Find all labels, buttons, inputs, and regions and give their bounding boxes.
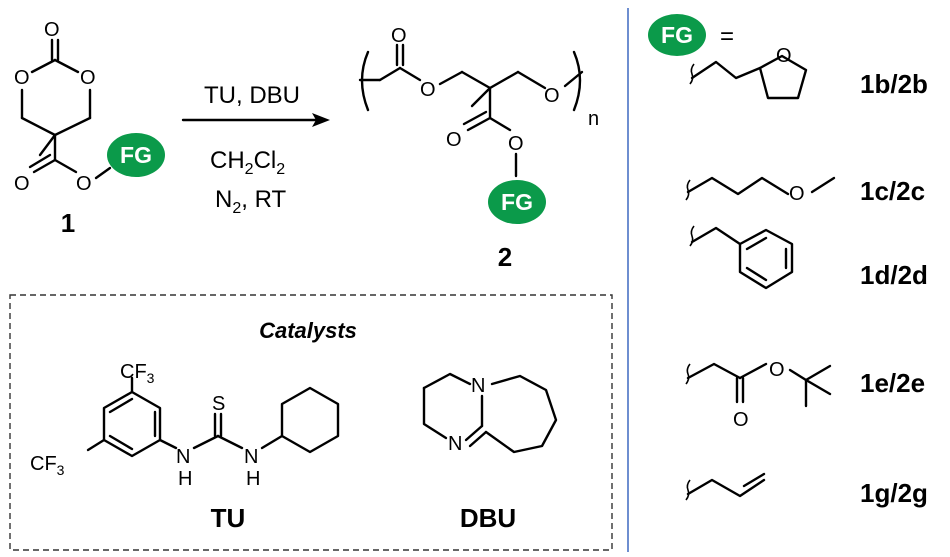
monomer-ester-carbonyl-o: O [14,173,30,195]
fg-item-1g-structure [685,472,766,501]
fg-equals: = [720,23,734,50]
monomer-label: 1 [61,208,75,238]
fg-1c-oxygen: O [789,183,805,205]
fg-item-1e-structure [685,362,832,408]
fg-item-1e-label: 1e/2e [860,368,925,398]
fg-item-1c-structure [685,176,836,201]
tu-cf3-top: CF3 [120,361,155,386]
dbu-label: DBU [460,503,516,533]
tu-structure: CF3 CF3 N H S N H [30,361,340,490]
tu-nh-right-n: N [244,446,258,468]
fg-item-1d-label: 1d/2d [860,260,928,290]
dbu-structure: N N [422,372,558,455]
conditions-atmosphere: N2, RT [215,186,286,217]
reaction-arrow [181,113,330,127]
monomer-ring-o-left: O [14,67,30,89]
conditions-solvent: CH2Cl2 [210,147,285,178]
fg-item-1d-structure [689,225,794,290]
monomer-ring-o-right: O [80,67,96,89]
fg-item-1g-label: 1g/2g [860,478,928,508]
tu-cf3-left: CF3 [30,453,65,478]
polymer-label: 2 [498,242,512,272]
fg-header-badge: FG [648,14,706,56]
polymer-backbone-o-right: O [544,85,560,107]
svg-text:FG: FG [120,142,152,168]
fg-1e-ester-o: O [769,359,785,381]
catalysts-title: Catalysts [259,318,357,343]
fg-item-1c-label: 1c/2c [860,176,925,206]
tu-thio-s: S [212,393,225,415]
monomer-1-structure: O O O O O [14,19,112,195]
tu-nh-right-h: H [246,468,260,490]
monomer-carbonyl-o: O [44,19,60,41]
polymer-ester-o: O [508,133,524,155]
monomer-ester-o: O [76,173,92,195]
polymer-2-structure: O O O n O O [358,25,599,178]
polymer-subscript: n [588,108,599,130]
dbu-n-bottom: N [448,433,462,455]
svg-text:FG: FG [501,189,533,215]
polymer-carbonyl-o: O [391,25,407,47]
dbu-n-top: N [471,375,485,397]
conditions-catalysts: TU, DBU [204,82,300,109]
tu-nh-left-h: H [178,468,192,490]
polymer-ester-carbonyl-o: O [446,129,462,151]
catalysts-box [9,294,613,551]
tu-label: TU [211,503,246,533]
monomer-fg-badge: FG [107,133,165,177]
tu-nh-left-n: N [176,446,190,468]
polymer-backbone-o-left: O [420,79,436,101]
polymer-fg-badge: FG [488,180,546,224]
fg-item-1b-structure [689,54,808,100]
fg-item-1b-label: 1b/2b [860,69,928,99]
fg-1e-carbonyl-o: O [733,409,749,431]
svg-text:FG: FG [661,22,693,48]
fg-1b-oxygen: O [776,45,792,67]
